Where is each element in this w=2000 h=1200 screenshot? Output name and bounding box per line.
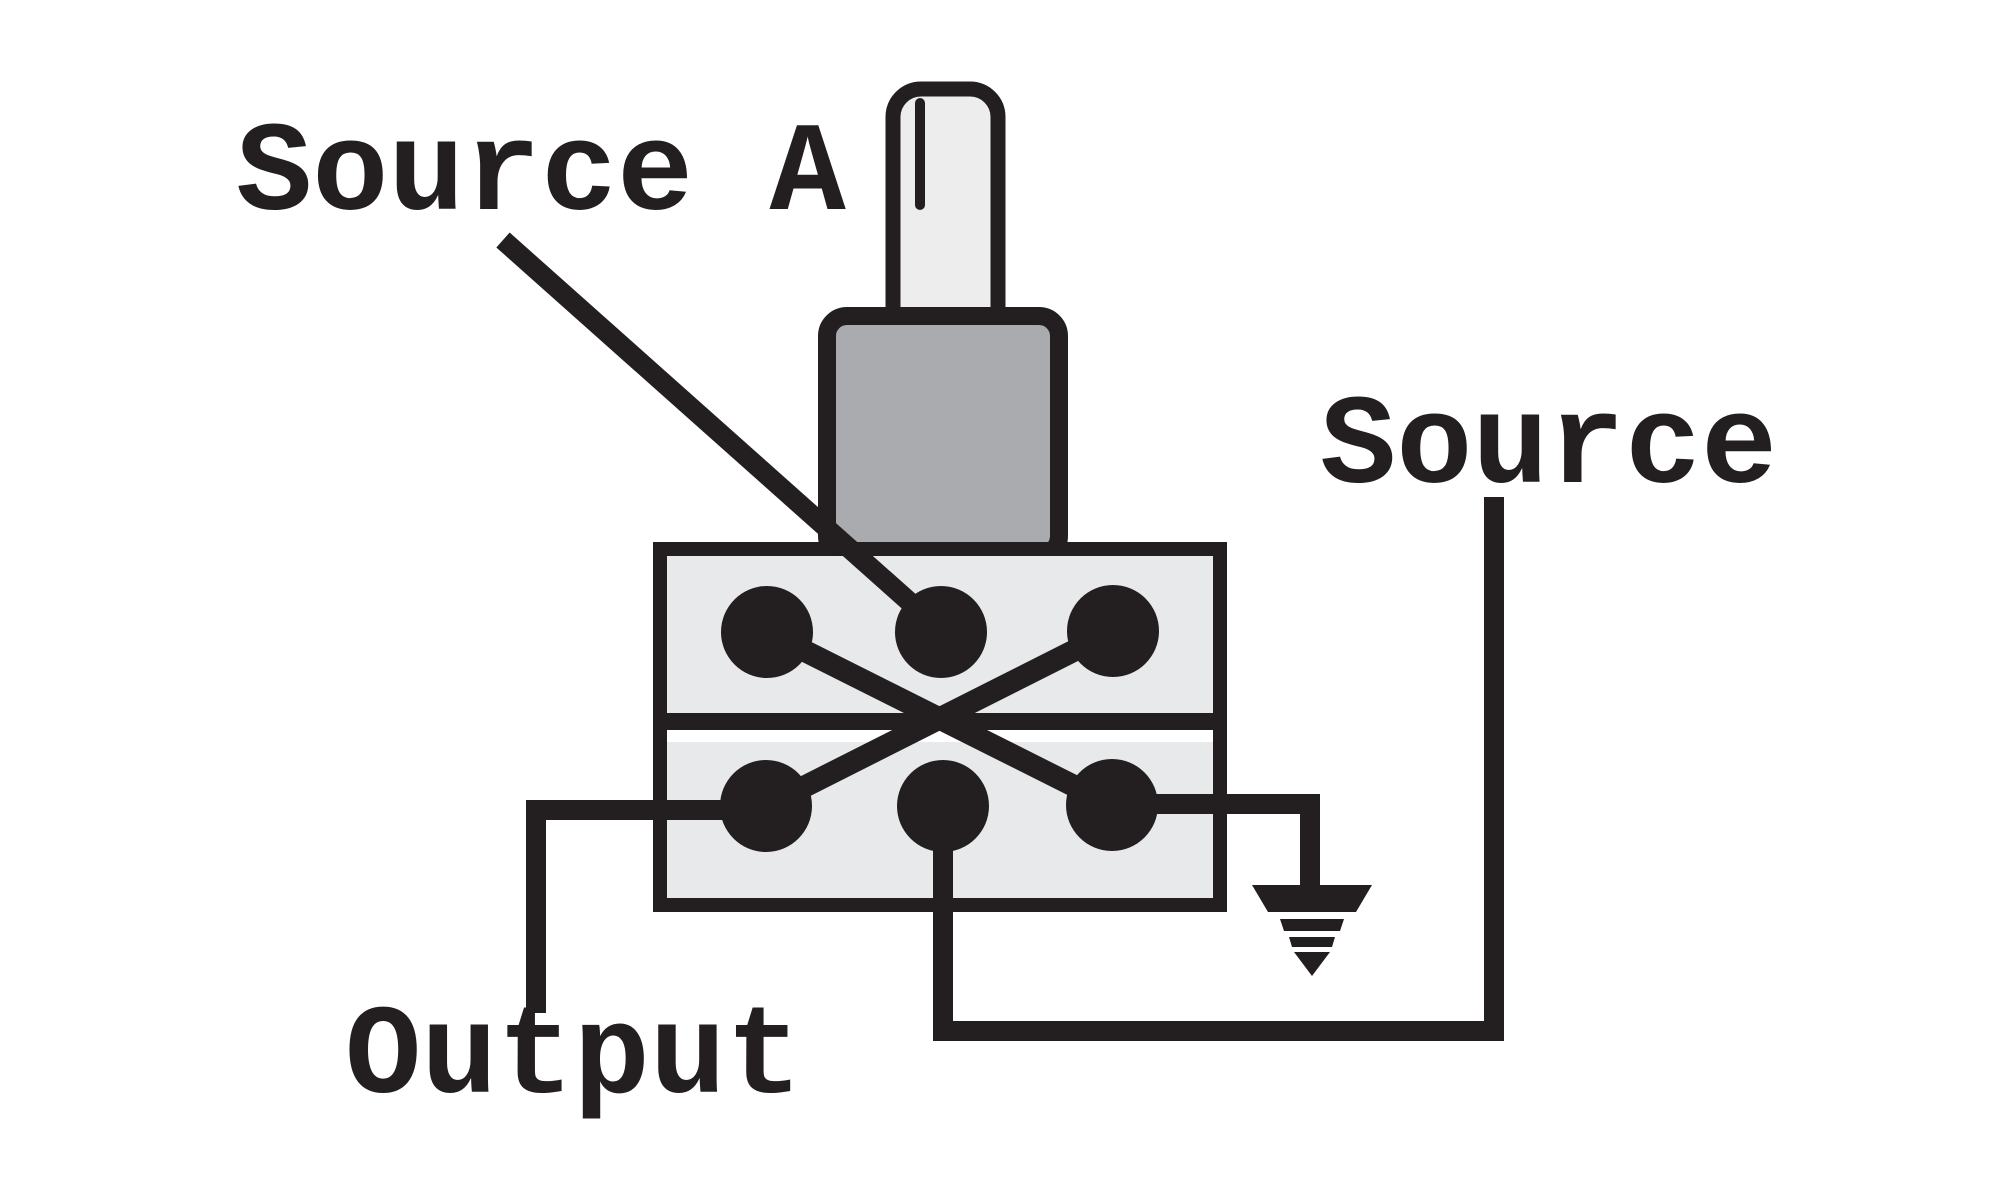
source-a-label: Source A (236, 104, 846, 248)
ground-wire (1112, 794, 1320, 890)
terminal-top-right (1067, 585, 1159, 677)
ground-arrow-tip (1294, 952, 1330, 976)
source-a-leader-wire (496, 232, 948, 638)
ground-icon (1252, 885, 1372, 976)
terminal-top-left (721, 586, 813, 678)
toggle-lever-icon (885, 81, 1006, 357)
terminal-bottom-middle (897, 760, 989, 852)
ground-bar-1 (1252, 885, 1372, 912)
ground-bar-3 (1289, 937, 1335, 947)
terminal-top-middle (895, 586, 987, 678)
source-b-label: Source (1320, 377, 1778, 521)
body-divider-gap (667, 730, 1213, 742)
terminal-bottom-left (720, 760, 812, 852)
cross-wire-topright-bottomleft (761, 621, 1118, 816)
terminal-bottom-right (1066, 759, 1158, 851)
output-wire (526, 800, 770, 1013)
switch-bushing (818, 307, 1068, 565)
source-b-wire (933, 497, 1504, 1041)
ground-bar-2 (1280, 919, 1344, 931)
output-label: Output (345, 987, 803, 1131)
